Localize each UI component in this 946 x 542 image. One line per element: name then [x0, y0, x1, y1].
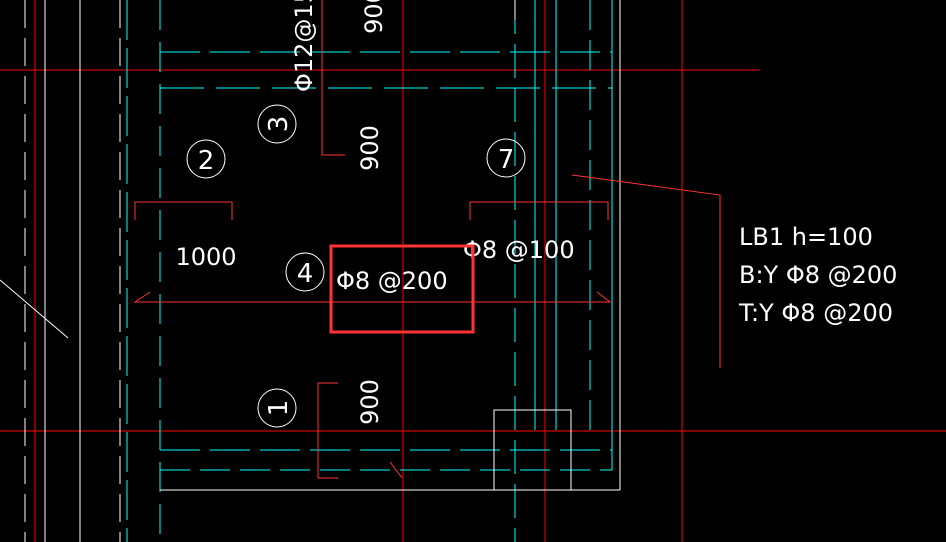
dim-label-left: 1000	[175, 243, 236, 271]
marker-circle-1	[257, 388, 297, 428]
bracket-right	[469, 201, 609, 220]
annotations: Φ12@150 900 900 1000 900 Φ8 @200 Φ8 @100	[175, 0, 574, 425]
dim-label-top-right: 900	[360, 0, 388, 34]
rebar-lines	[126, 0, 613, 542]
left-column-dashes	[24, 0, 121, 542]
marker-label-4: 4	[297, 259, 314, 289]
rebar-span-lines	[133, 0, 721, 479]
marker-circle-2	[186, 139, 226, 179]
highlight-box[interactable]	[329, 244, 475, 334]
leader-top	[321, 0, 345, 156]
marker-label-7: 7	[498, 145, 515, 175]
marker-circle-7	[486, 138, 526, 178]
circle-marker-labels: 2 3 4 7 1	[198, 116, 515, 417]
marker-label-1: 1	[264, 400, 294, 417]
left-edge-marks	[0, 0, 81, 542]
dim-label-bottom: 900	[356, 379, 384, 425]
slab-note: LB1 h=100 B:Y Φ8 @200 T:Y Φ8 @200	[738, 223, 897, 327]
marker-label-3: 3	[264, 116, 294, 133]
slab-note-line1: LB1 h=100	[739, 223, 873, 251]
circle-markers	[186, 104, 526, 428]
rebar-label-right: Φ8 @100	[463, 236, 575, 264]
rebar-label-top-vertical: Φ12@150	[290, 0, 318, 92]
slab-outline	[160, 0, 621, 491]
leader-note	[571, 174, 721, 368]
rebar-label-highlight: Φ8 @200	[336, 267, 448, 295]
column-box	[493, 409, 572, 491]
bracket-left	[134, 201, 233, 220]
marker-circle-4	[285, 252, 325, 292]
bracket-bottom	[317, 382, 338, 479]
slab-note-line2: B:Y Φ8 @200	[739, 261, 897, 289]
slab-note-line3: T:Y Φ8 @200	[738, 299, 893, 327]
marker-circle-3	[257, 104, 297, 144]
span-line-main	[133, 291, 612, 303]
dim-label-center: 900	[356, 125, 384, 171]
marker-label-2: 2	[198, 146, 215, 176]
